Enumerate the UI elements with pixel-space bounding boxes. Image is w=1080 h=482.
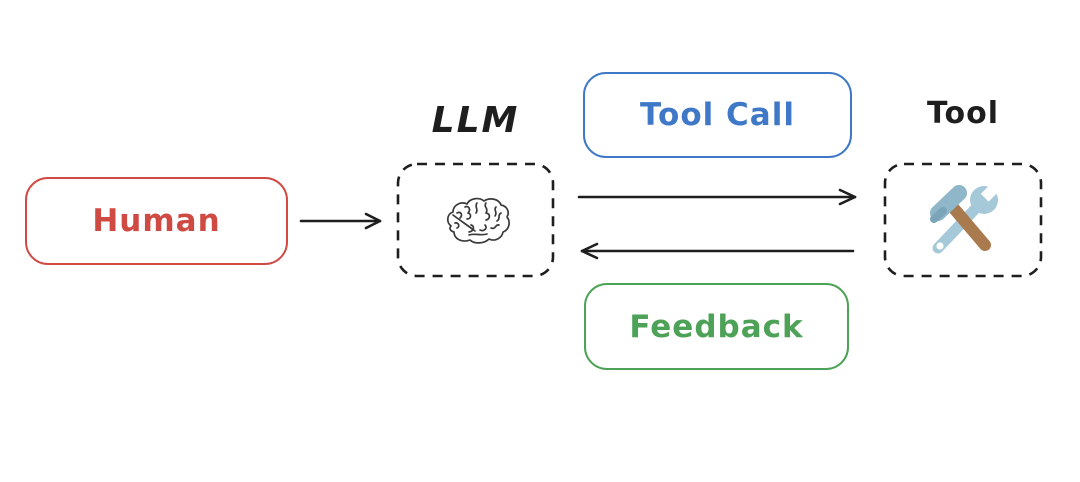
hammer-wrench-icon bbox=[930, 178, 1005, 254]
edge-label-feedback: Feedback bbox=[584, 283, 849, 370]
edge-label-feedback-text: Feedback bbox=[629, 308, 804, 345]
node-tool-title: Tool bbox=[927, 96, 999, 131]
node-human-label: Human bbox=[92, 203, 221, 239]
arrow-human-to-llm bbox=[299, 212, 382, 230]
node-llm-title: LLM bbox=[431, 100, 520, 141]
arrow-tool-to-llm bbox=[580, 242, 855, 260]
llm-dashed-border bbox=[396, 162, 555, 278]
edge-label-tool-call: Tool Call bbox=[583, 72, 852, 158]
node-tool bbox=[883, 162, 1043, 278]
tool-dashed-border bbox=[883, 162, 1043, 278]
brain-icon bbox=[446, 197, 510, 244]
edge-label-tool-call-text: Tool Call bbox=[640, 97, 795, 133]
node-llm bbox=[396, 162, 555, 278]
arrow-llm-to-tool bbox=[577, 188, 857, 206]
node-human: Human bbox=[25, 177, 288, 265]
